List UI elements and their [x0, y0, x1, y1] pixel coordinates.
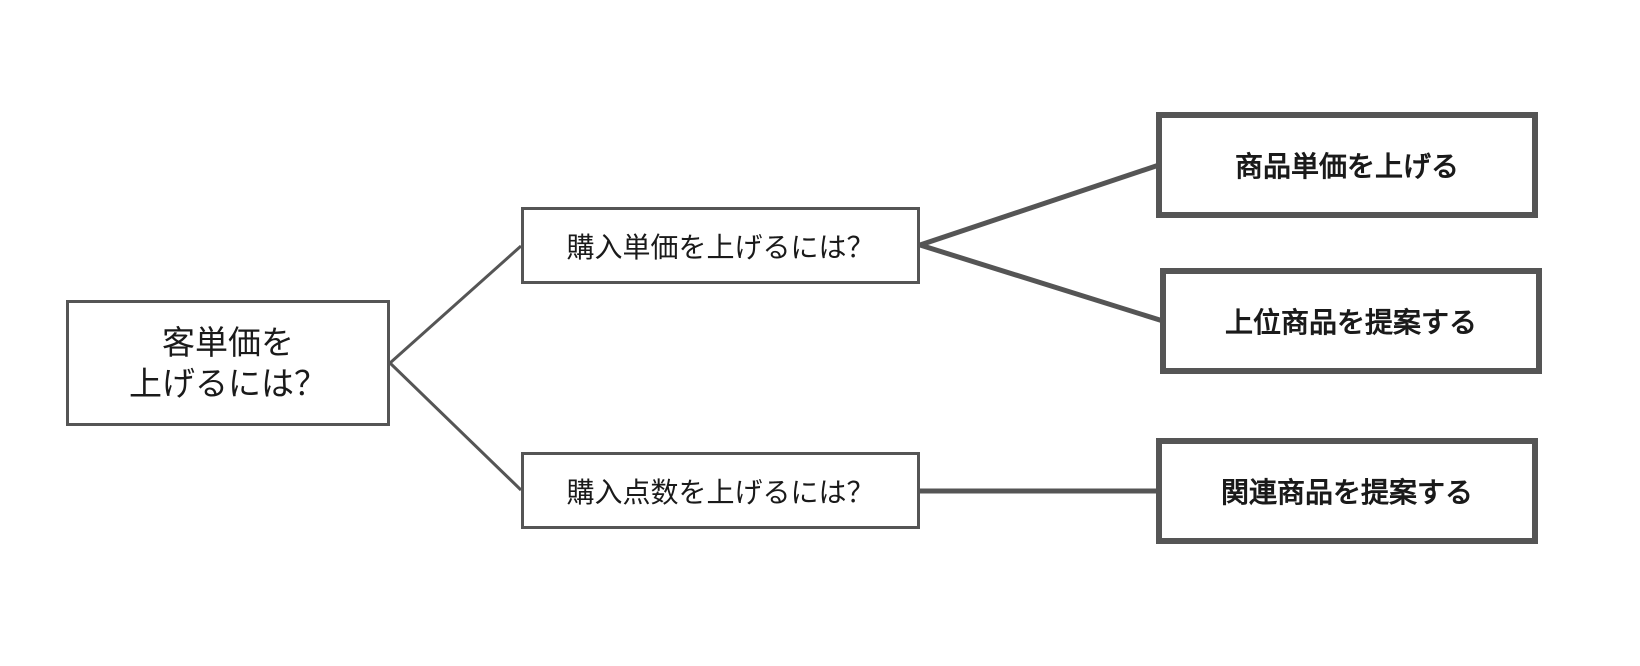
question-node-label: 購入点数を上げるには？: [566, 475, 875, 509]
question-node-unit-price: 購入単価を上げるには？: [521, 207, 920, 284]
connector-q1-to-a2: [919, 242, 1164, 324]
question-node-label: 購入単価を上げるには？: [566, 230, 875, 264]
question-node-item-count: 購入点数を上げるには？: [521, 452, 920, 529]
connector-q1-to-a1: [919, 162, 1160, 248]
action-node-upsell: 上位商品を提案する: [1160, 268, 1542, 374]
action-node-label: 上位商品を提案する: [1224, 306, 1477, 339]
action-node-label: 関連商品を提案する: [1220, 476, 1473, 509]
root-node-label: 客単価を 上げるには？: [129, 322, 327, 403]
root-node: 客単価を 上げるには？: [66, 300, 390, 426]
action-node-raise-price: 商品単価を上げる: [1156, 112, 1538, 218]
action-node-cross-sell: 関連商品を提案する: [1156, 438, 1538, 544]
connector-root-to-q2: [388, 361, 523, 492]
connector-root-to-q1: [389, 244, 522, 365]
action-node-label: 商品単価を上げる: [1234, 150, 1459, 183]
